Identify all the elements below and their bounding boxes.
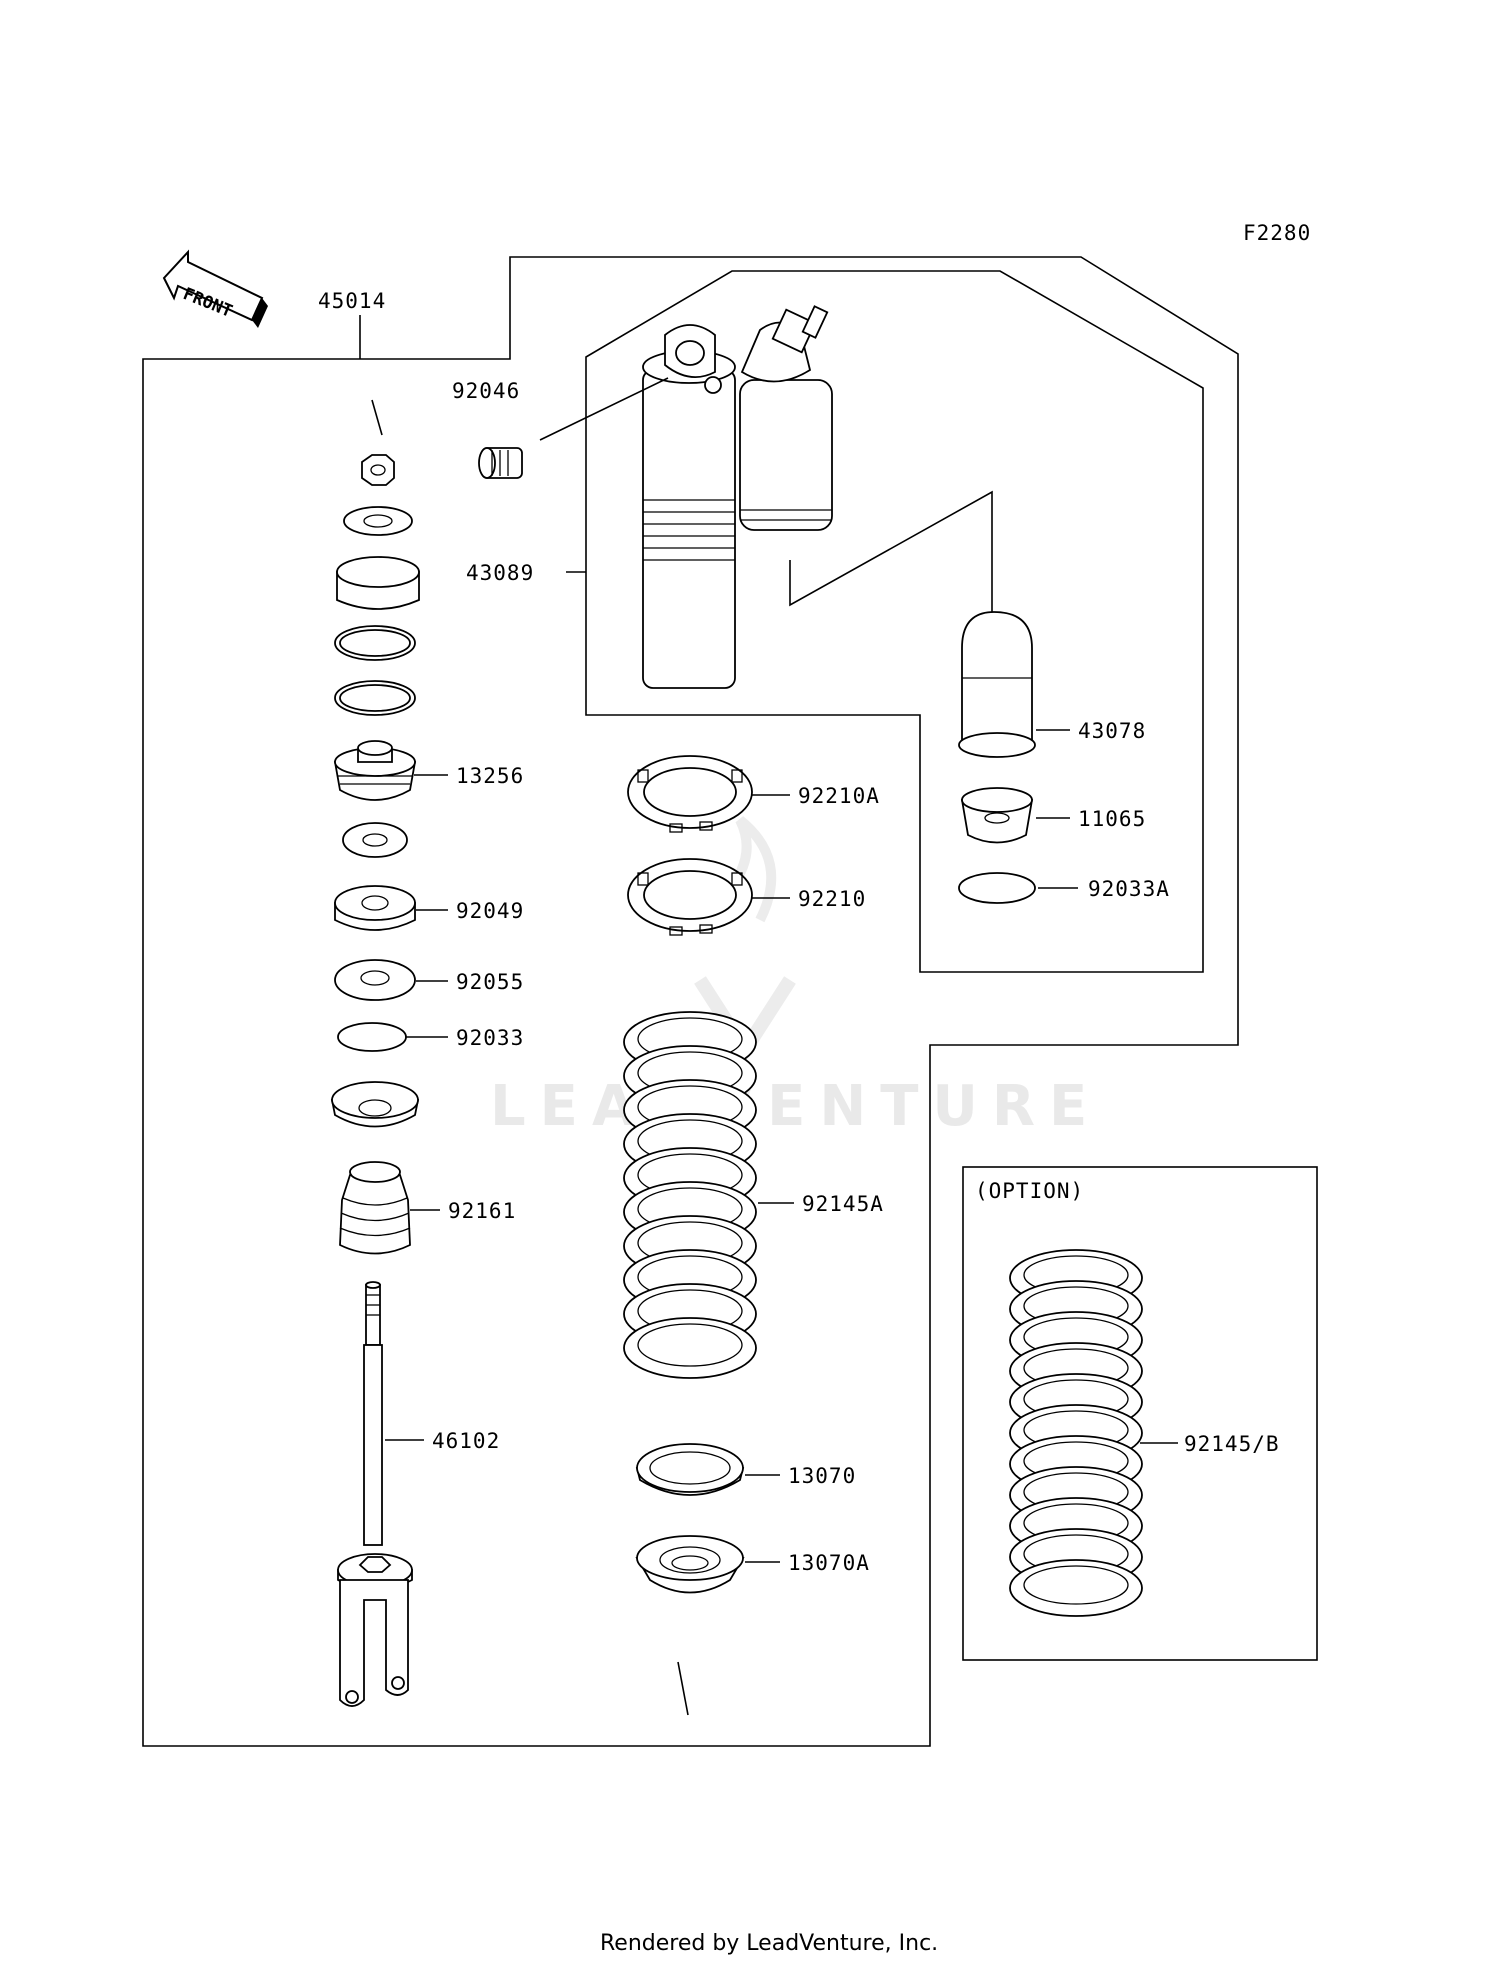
watermark: LEADVENTURE [490, 816, 1101, 1139]
part-label-92161: 92161 [448, 1199, 516, 1223]
part-11065 [960, 787, 1034, 844]
part-label-92145B: 92145/B [1184, 1432, 1280, 1456]
spring-coil-outer [623, 1317, 757, 1379]
part-92210 [627, 858, 753, 936]
spring-coil-inner [637, 1323, 743, 1367]
direction-line [677, 1661, 689, 1716]
part-label-92055: 92055 [456, 970, 524, 994]
part-label-92046: 92046 [452, 379, 520, 403]
option-box [962, 1166, 1318, 1661]
part-92145A[interactable] [623, 1011, 757, 1379]
part-92161 [339, 1161, 411, 1255]
part-label-43078: 43078 [1078, 719, 1146, 743]
washer [342, 822, 408, 858]
part-label-46102: 46102 [432, 1429, 500, 1453]
part-label-11065: 11065 [1078, 807, 1146, 831]
part-13070A [635, 1535, 745, 1594]
part-92210A [627, 755, 753, 833]
part-label-13256: 13256 [456, 764, 524, 788]
seal-head [330, 1081, 420, 1128]
figure-code: F2280 [1243, 221, 1311, 245]
part-label-92145A: 92145A [802, 1192, 884, 1216]
part-92055 [334, 959, 416, 1001]
shock-body-drawing [539, 305, 993, 689]
spring-coil-outer [1009, 1559, 1143, 1617]
part-label-92033A: 92033A [1088, 877, 1170, 901]
part-label-13070A: 13070A [788, 1551, 870, 1575]
shock-body-outline [585, 270, 1204, 973]
part-13070 [635, 1443, 745, 1496]
part-92145B[interactable] [1009, 1249, 1143, 1617]
spring-coil-inner [1023, 1565, 1129, 1605]
front-arrow-icon: FRONT [162, 249, 268, 328]
main-assembly-outline [142, 256, 1239, 1747]
part-92033A [958, 872, 1036, 904]
part-label-92049: 92049 [456, 899, 524, 923]
part-label-45014: 45014 [318, 289, 386, 313]
part-92046 [478, 447, 523, 479]
footer-credit: Rendered by LeadVenture, Inc. [600, 1931, 938, 1956]
part-label-13070: 13070 [788, 1464, 856, 1488]
left-stack-parts [334, 399, 420, 716]
part-13256 [333, 740, 417, 801]
part-label-43089: 43089 [466, 561, 534, 585]
part-46102 [337, 1281, 413, 1707]
part-92033 [337, 1022, 407, 1052]
part-43078 [958, 611, 1036, 758]
part-92049 [334, 885, 416, 931]
part-label-92210: 92210 [798, 887, 866, 911]
option-label: (OPTION) [975, 1179, 1084, 1203]
part-label-92033: 92033 [456, 1026, 524, 1050]
watermark-text: LEADVENTURE [490, 1074, 1101, 1139]
part-label-92210A: 92210A [798, 784, 880, 808]
